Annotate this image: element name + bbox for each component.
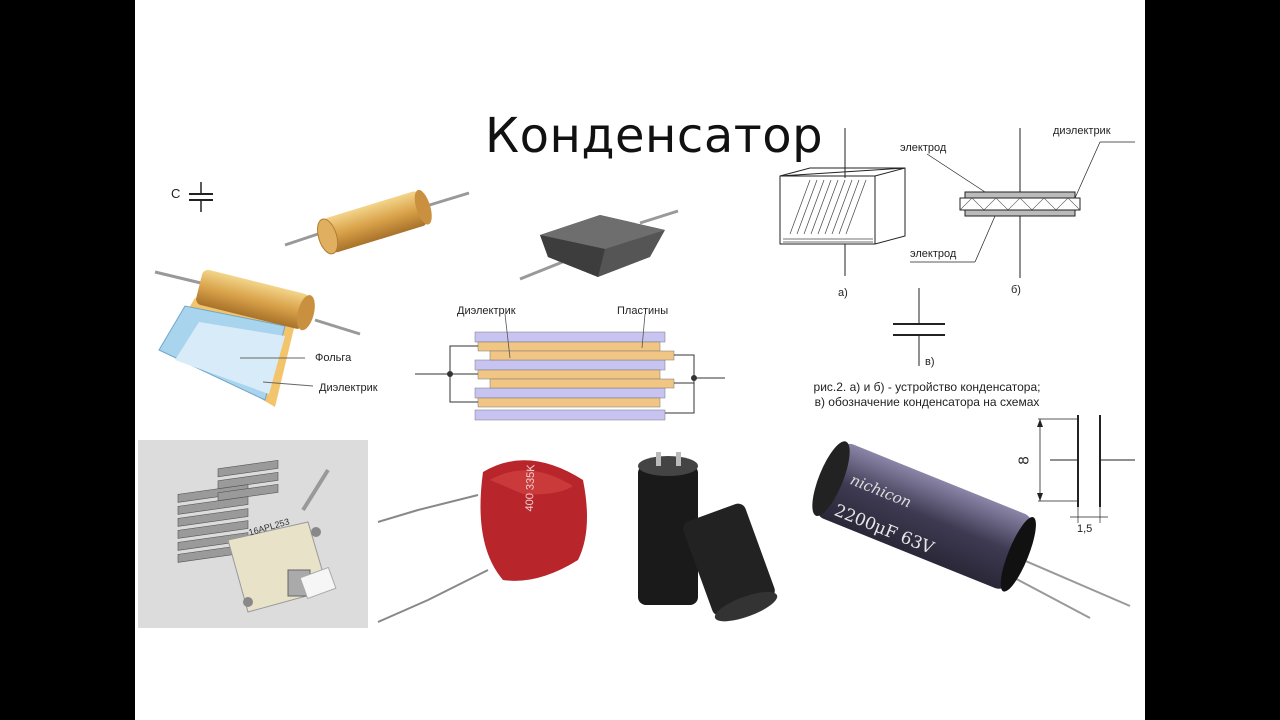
capacitor-symbol-icon [189, 182, 213, 212]
symbol-label: C [171, 186, 181, 201]
dielectric-label: диэлектрик [1053, 125, 1111, 137]
film-capacitor-photo [377, 460, 587, 623]
variable-capacitor-photo: 16APL253 [138, 440, 368, 628]
box-capacitor-image [519, 209, 679, 281]
electrolytic-pair-photo [638, 452, 778, 622]
plates-diagram [415, 313, 725, 421]
foil-dielectric-label: Диэлектрик [319, 382, 378, 394]
foil-label: Фольга [315, 352, 352, 364]
plates-label: Пластины [617, 305, 669, 317]
label-a: а) [838, 287, 848, 299]
label-v: в) [925, 356, 935, 368]
dimension-drawing [1037, 415, 1135, 523]
caption-line-1: рис.2. а) и б) - устройство конденсатора… [813, 380, 1041, 394]
foil-capacitor-image [154, 269, 361, 407]
electrode-bottom-label: электрод [910, 248, 957, 260]
film-marking: 400 335K [523, 464, 538, 512]
caption-line-2: в) обозначение конденсатора на схемах [814, 395, 1040, 409]
electrode-top-label: электрод [900, 142, 947, 154]
slide: Конденсатор C [135, 0, 1145, 720]
structure-diagram [779, 128, 1135, 366]
label-b: б) [1011, 284, 1021, 296]
plates-dielectric-label: Диэлектрик [457, 305, 516, 317]
page-title: Конденсатор [485, 108, 824, 164]
axial-capacitor-image [284, 189, 470, 255]
dimension-gap: 1,5 [1077, 523, 1093, 535]
electrolytic-large-photo [812, 441, 1131, 619]
